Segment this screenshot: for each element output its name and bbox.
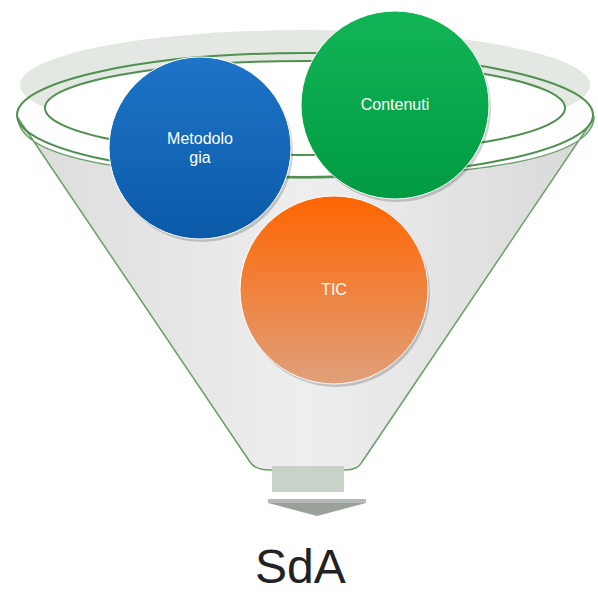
methodology-circle: Metodolo gia xyxy=(108,56,292,240)
ict-circle: TIC xyxy=(239,195,429,385)
result-label: SdA xyxy=(255,543,346,591)
node-label: TIC xyxy=(321,280,347,299)
node-label: Metodolo gia xyxy=(158,129,242,167)
content-circle: Contenuti xyxy=(300,10,490,200)
circle-shape xyxy=(108,56,292,240)
node-label: Contenuti xyxy=(361,95,430,114)
